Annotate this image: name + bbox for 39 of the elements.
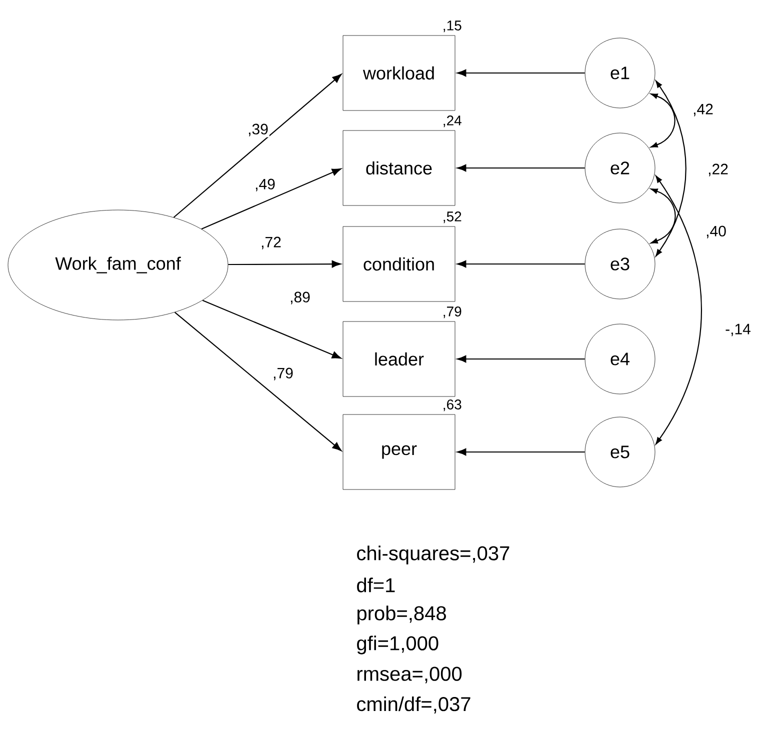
observed-variable-box: workload xyxy=(342,35,456,111)
error-arrow xyxy=(457,164,585,172)
observed-variable-box: peer xyxy=(342,414,456,490)
loading-arrow xyxy=(202,300,342,359)
squared-correlation-label: ,24 xyxy=(444,116,462,128)
edge-label: ,40 xyxy=(704,224,728,240)
loading-arrow xyxy=(201,168,342,230)
edge-label: ,22 xyxy=(706,162,730,178)
fit-statistic: df=1 xyxy=(357,578,395,592)
squared-correlation-label: ,15 xyxy=(444,20,462,32)
edge-label: ,42 xyxy=(692,102,714,118)
covariance-arrow xyxy=(656,80,686,256)
observed-variable-box: leader xyxy=(342,321,456,397)
edge-label: ,72 xyxy=(260,236,282,250)
fit-statistic: prob=,848 xyxy=(358,606,446,624)
error-arrow xyxy=(457,69,585,77)
edge-label: ,89 xyxy=(288,290,312,306)
squared-correlation-label: ,79 xyxy=(444,306,462,318)
edge-label: -,14 xyxy=(724,322,752,338)
error-arrow xyxy=(457,448,585,456)
covariance-arrow xyxy=(650,94,676,148)
covariance-arrow xyxy=(650,188,676,244)
edge-label: ,79 xyxy=(272,366,294,382)
error-arrow xyxy=(457,260,585,268)
loading-arrow xyxy=(228,260,342,268)
squared-correlation-label: ,63 xyxy=(444,400,462,412)
error-arrow xyxy=(457,355,585,363)
edge-label: ,39 xyxy=(246,122,270,138)
fit-statistic: cmin/df=,037 xyxy=(357,696,470,714)
covariance-arrow xyxy=(656,176,702,444)
observed-variable-box: distance xyxy=(342,130,456,206)
observed-variable-box: condition xyxy=(342,226,456,302)
fit-statistic: gfi=1,000 xyxy=(357,636,438,654)
loading-arrow xyxy=(174,312,342,452)
loading-arrow xyxy=(173,74,342,218)
edge-label: ,49 xyxy=(254,178,276,192)
fit-statistic: rmsea=,000 xyxy=(358,666,462,684)
fit-statistic: chi-squares=,037 xyxy=(357,546,510,564)
squared-correlation-label: ,52 xyxy=(444,212,462,224)
